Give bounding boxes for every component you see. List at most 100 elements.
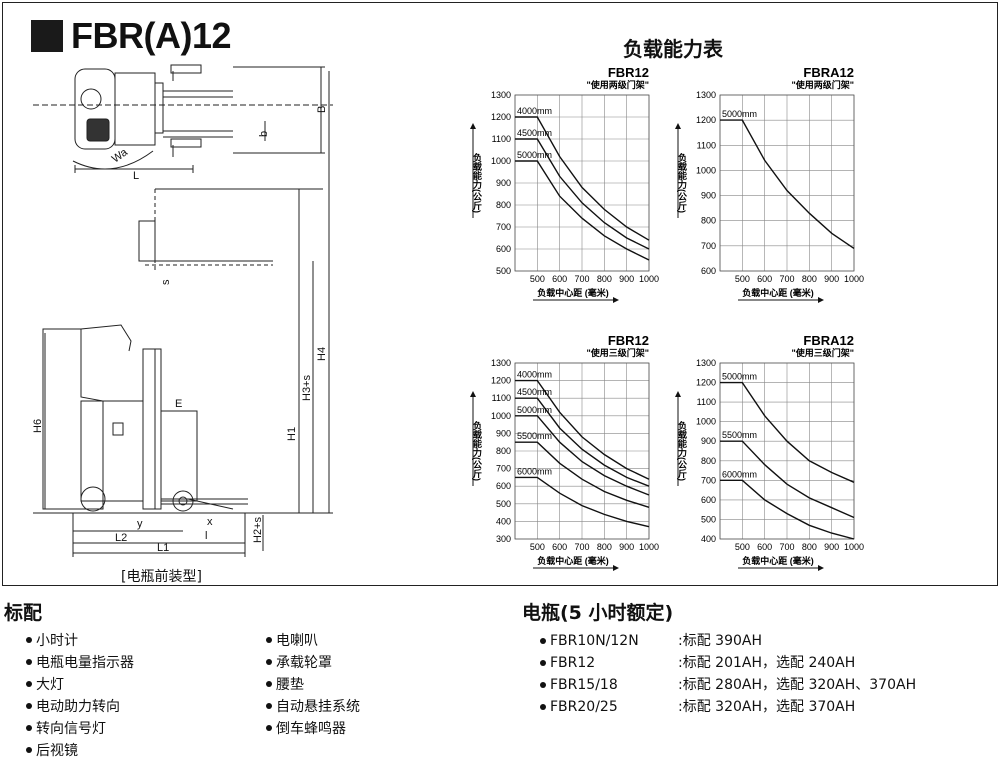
y-tick-label: 600: [496, 244, 511, 254]
y-tick-label: 900: [701, 436, 716, 446]
x-tick-label: 700: [779, 542, 794, 552]
series-line: [720, 479, 855, 540]
dim-label: B: [316, 106, 328, 113]
plot-frame: [514, 362, 650, 540]
y-tick-label: 1300: [491, 358, 511, 368]
series-line: [515, 397, 650, 487]
x-tick-label: 800: [802, 274, 817, 284]
series-label: 6000mm: [517, 466, 552, 476]
bullet-icon: [540, 682, 546, 688]
y-axis-arrow-head: [675, 391, 681, 397]
y-tick-label: 1200: [696, 115, 716, 125]
y-tick-label: 1300: [696, 358, 716, 368]
battery-row: FBR15/18:标配 280AH，选配 320AH、370AH: [540, 674, 916, 694]
battery-model: FBR10N/12N: [550, 633, 639, 649]
plot-frame: [514, 94, 650, 272]
series-line: [515, 476, 650, 528]
chart-svg: FBR12"使用三级门架"300400500600700800900100011…: [470, 333, 659, 571]
x-tick-label: 900: [619, 274, 634, 284]
chart-title: FBRA12: [803, 333, 854, 348]
y-tick-label: 800: [701, 456, 716, 466]
y-tick-label: 800: [496, 446, 511, 456]
drawing-caption: [电瓶前装型]: [121, 569, 202, 585]
battery-model: FBR15/18: [550, 677, 618, 693]
x-tick-label: 700: [574, 542, 589, 552]
list-item-label: 后视镜: [36, 743, 78, 759]
list-item: 承载轮罩: [266, 652, 332, 672]
series-label: 5000mm: [722, 372, 757, 382]
bullet-icon: [266, 637, 272, 643]
y-axis-arrow-head: [470, 391, 476, 397]
dim-label: l: [205, 530, 207, 542]
bullet-icon: [266, 681, 272, 687]
x-axis-arrow-head: [613, 297, 619, 303]
list-item-label: 倒车蜂鸣器: [276, 721, 346, 737]
y-tick-label: 800: [496, 200, 511, 210]
y-tick-label: 1000: [491, 156, 511, 166]
x-tick-label: 700: [779, 274, 794, 284]
y-tick-label: 1200: [491, 376, 511, 386]
y-tick-label: 600: [701, 495, 716, 505]
x-axis-label: 负载中心距 (毫米): [742, 287, 814, 298]
dim-label: H6: [33, 419, 44, 433]
y-tick-label: 500: [701, 514, 716, 524]
spec-frame: FBR(A)12 负载能力表: [2, 2, 998, 586]
y-axis-label: 负载能力(公斤): [472, 152, 482, 213]
y-axis-arrow-head: [470, 123, 476, 129]
list-item-label: 小时计: [36, 633, 78, 649]
chart-subtitle: "使用三级门架": [586, 347, 649, 358]
dim-label: L1: [157, 542, 169, 554]
y-tick-label: 900: [496, 428, 511, 438]
battery-spec: :标配 201AH，选配 240AH: [678, 655, 856, 671]
series-line: [720, 440, 855, 519]
chart-svg: FBR12"使用两级门架"500600700800900100011001200…: [470, 65, 659, 303]
battery-model: FBR12: [550, 655, 596, 671]
x-tick-label: 600: [757, 542, 772, 552]
series-label: 5500mm: [722, 430, 757, 440]
series-line: [515, 138, 650, 250]
battery-row: FBR10N/12N:标配 390AH: [540, 630, 762, 650]
y-tick-label: 1300: [491, 90, 511, 100]
bullet-icon: [26, 681, 32, 687]
y-tick-label: 1000: [491, 411, 511, 421]
dim-label: H1: [286, 427, 298, 441]
y-tick-label: 700: [701, 475, 716, 485]
list-item-label: 承载轮罩: [276, 655, 332, 671]
dim-label: E: [175, 398, 182, 410]
x-axis-arrow-head: [613, 565, 619, 571]
x-tick-label: 800: [802, 542, 817, 552]
dim-label: x: [207, 516, 213, 528]
y-tick-label: 1300: [696, 90, 716, 100]
y-tick-label: 600: [496, 481, 511, 491]
capacity-table-title: 负载能力表: [623, 37, 723, 61]
y-tick-label: 500: [496, 499, 511, 509]
x-tick-label: 1000: [639, 274, 659, 284]
x-tick-label: 800: [597, 274, 612, 284]
x-tick-label: 500: [530, 274, 545, 284]
x-tick-label: 1000: [844, 542, 864, 552]
list-item-label: 自动悬挂系统: [276, 699, 360, 715]
dim-label: y: [137, 518, 143, 530]
y-axis-label: 负载能力(公斤): [677, 420, 687, 481]
plot-frame: [719, 362, 855, 540]
bullet-icon: [26, 659, 32, 665]
battery-row: FBR12 :标配 201AH，选配 240AH: [540, 652, 855, 672]
list-item: 电瓶电量指示器: [26, 652, 134, 672]
chart-subtitle: "使用三级门架": [791, 347, 854, 358]
dim-label: Wa: [110, 146, 131, 166]
list-item: 电动助力转向: [26, 696, 120, 716]
list-item: 腰垫: [266, 674, 304, 694]
x-axis-label: 负载中心距 (毫米): [537, 287, 609, 298]
x-tick-label: 900: [619, 542, 634, 552]
standard-heading: 标配: [4, 602, 43, 624]
x-tick-label: 500: [735, 542, 750, 552]
model-title: FBR(A)12: [71, 15, 232, 56]
y-tick-label: 1200: [696, 378, 716, 388]
x-axis-label: 负载中心距 (毫米): [537, 555, 609, 566]
y-axis-arrow-head: [675, 123, 681, 129]
dim-label: H3+s: [301, 375, 313, 401]
y-tick-label: 1100: [492, 393, 511, 403]
x-axis-label: 负载中心距 (毫米): [742, 555, 814, 566]
